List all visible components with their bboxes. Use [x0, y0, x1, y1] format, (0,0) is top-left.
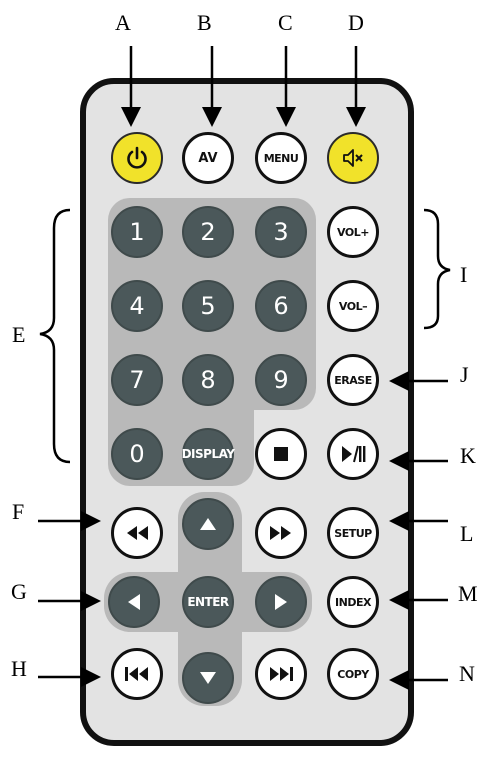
volume-down-button[interactable]: VOL–: [327, 280, 379, 332]
callout-g: G: [11, 579, 27, 604]
number-4-button[interactable]: 4: [111, 280, 163, 332]
number-8-button[interactable]: 8: [182, 354, 234, 406]
setup-label: SETUP: [334, 526, 372, 540]
power-icon: [127, 146, 147, 169]
number-2-label: 2: [200, 218, 216, 246]
number-8-label: 8: [200, 366, 216, 394]
number-0-button[interactable]: 0: [111, 428, 163, 480]
up-button[interactable]: [182, 498, 234, 550]
number-3-button[interactable]: 3: [255, 206, 307, 258]
callout-n: N: [459, 661, 475, 686]
index-button[interactable]: INDEX: [327, 576, 379, 628]
arrow-left-icon: [128, 594, 140, 610]
number-7-label: 7: [129, 366, 145, 394]
copy-label: COPY: [337, 667, 369, 681]
enter-button[interactable]: ENTER: [182, 576, 234, 628]
play-pause-button[interactable]: [327, 428, 379, 480]
number-3-label: 3: [273, 218, 289, 246]
power-button[interactable]: [111, 132, 163, 184]
number-1-button[interactable]: 1: [111, 206, 163, 258]
enter-label: ENTER: [187, 595, 229, 609]
brace-i: [423, 208, 451, 330]
callout-h: H: [11, 656, 27, 681]
callout-l: L: [460, 521, 474, 546]
fast-forward-icon: [270, 526, 291, 540]
play-pause-icon: [342, 445, 366, 463]
fast-forward-button[interactable]: [255, 507, 307, 559]
stop-icon: [274, 447, 288, 461]
menu-button[interactable]: MENU: [255, 132, 307, 184]
down-button[interactable]: [182, 652, 234, 704]
av-button-label: AV: [198, 150, 218, 166]
callout-f: F: [12, 499, 25, 524]
copy-button[interactable]: COPY: [327, 648, 379, 700]
arrow-right-icon: [275, 594, 287, 610]
setup-button[interactable]: SETUP: [327, 507, 379, 559]
number-1-label: 1: [129, 218, 145, 246]
number-9-label: 9: [273, 366, 289, 394]
av-button[interactable]: AV: [182, 132, 234, 184]
volume-up-label: VOL+: [337, 225, 369, 239]
callout-d: D: [348, 10, 364, 35]
number-7-button[interactable]: 7: [111, 354, 163, 406]
index-label: INDEX: [335, 595, 371, 609]
display-button[interactable]: DISPLAY: [181, 428, 235, 480]
mute-icon: [343, 149, 363, 167]
arrow-down-icon: [200, 672, 216, 684]
menu-button-label: MENU: [263, 151, 299, 165]
number-0-label: 0: [129, 440, 145, 468]
callout-k: K: [460, 443, 476, 468]
previous-button[interactable]: [111, 648, 163, 700]
number-6-label: 6: [273, 292, 289, 320]
volume-down-label: VOL–: [338, 299, 368, 313]
display-label: DISPLAY: [181, 447, 235, 461]
skip-previous-icon: [125, 667, 148, 681]
stop-button[interactable]: [255, 428, 307, 480]
number-6-button[interactable]: 6: [255, 280, 307, 332]
brace-e: [39, 208, 71, 464]
number-9-button[interactable]: 9: [255, 354, 307, 406]
callout-m: M: [458, 581, 478, 606]
rewind-button[interactable]: [111, 507, 163, 559]
number-5-label: 5: [200, 292, 216, 320]
right-button[interactable]: [255, 576, 307, 628]
rewind-icon: [127, 526, 148, 540]
callout-c: C: [278, 10, 293, 35]
callout-e: E: [12, 322, 26, 347]
number-2-button[interactable]: 2: [182, 206, 234, 258]
number-4-label: 4: [129, 292, 145, 320]
callout-i: I: [460, 262, 468, 287]
arrow-up-icon: [200, 518, 216, 530]
skip-next-icon: [270, 667, 293, 681]
callout-b: B: [197, 10, 212, 35]
erase-label: ERASE: [334, 373, 372, 387]
number-5-button[interactable]: 5: [182, 280, 234, 332]
volume-up-button[interactable]: VOL+: [327, 206, 379, 258]
next-button[interactable]: [255, 648, 307, 700]
callout-j: J: [460, 362, 469, 387]
callout-a: A: [115, 10, 131, 35]
mute-button[interactable]: [327, 132, 379, 184]
erase-button[interactable]: ERASE: [327, 354, 379, 406]
left-button[interactable]: [108, 576, 160, 628]
